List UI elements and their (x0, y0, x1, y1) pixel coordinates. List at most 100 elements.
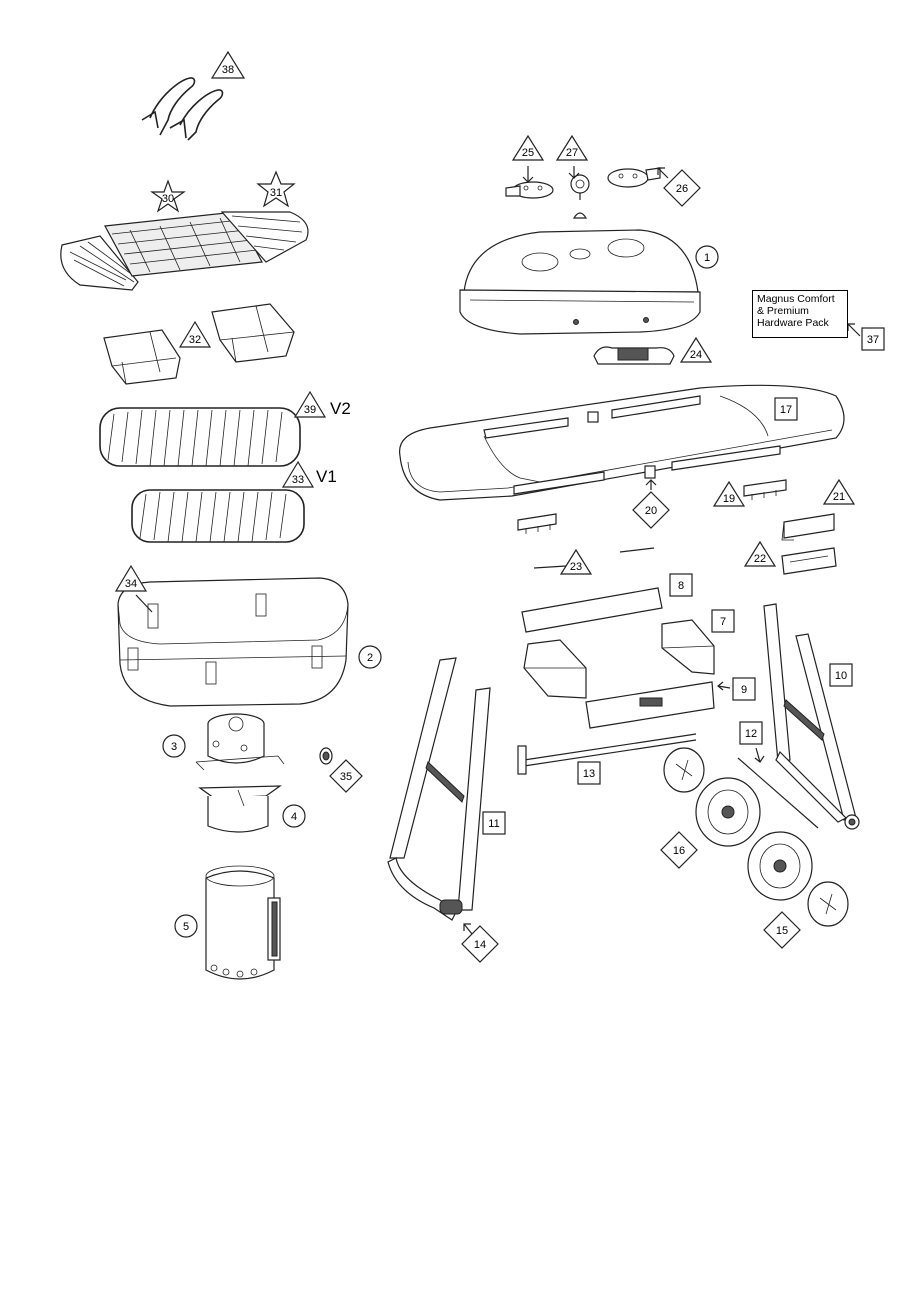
svg-text:4: 4 (291, 811, 297, 823)
svg-text:26: 26 (676, 183, 688, 195)
part-35-knob (319, 747, 333, 765)
callout-38: 38 (210, 50, 246, 79)
part-26-vent-right (607, 167, 661, 188)
part-32-charcoal-baskets (103, 303, 295, 385)
callout-15: 15 (763, 911, 801, 949)
svg-text:39: 39 (304, 404, 316, 416)
svg-text:22: 22 (754, 553, 766, 565)
svg-text:24: 24 (690, 349, 702, 361)
callout-22: 22 (743, 540, 777, 567)
svg-text:16: 16 (673, 845, 685, 857)
svg-text:V1: V1 (316, 467, 337, 486)
part-5-chimney-starter (205, 865, 281, 980)
svg-text:37: 37 (867, 334, 879, 346)
part-21-bracket (781, 513, 835, 541)
svg-text:34: 34 (125, 578, 137, 590)
part-1-lid (459, 229, 701, 335)
svg-text:19: 19 (723, 493, 735, 505)
callout-16: 16 (660, 831, 698, 869)
svg-text:27: 27 (566, 147, 578, 159)
callout-4: 4 (282, 804, 306, 828)
callout-30: 30 (150, 179, 186, 213)
svg-text:10: 10 (835, 670, 847, 682)
part-23-rods (533, 547, 655, 569)
part-11-left-leg (387, 657, 491, 921)
part-7-supports (523, 619, 715, 699)
svg-text:5: 5 (183, 921, 189, 933)
callout-9: 9 (717, 677, 756, 701)
svg-text:7: 7 (720, 616, 726, 628)
hardware-pack-note: Magnus Comfort & Premium Hardware Pack (752, 290, 848, 338)
svg-text:13: 13 (583, 768, 595, 780)
part-12-rod (737, 757, 819, 829)
svg-text:V2: V2 (330, 399, 351, 418)
svg-text:38: 38 (222, 64, 234, 76)
part-31-side-grate-left (60, 235, 139, 291)
part-39-cooking-grate-v2 (99, 407, 301, 467)
svg-text:25: 25 (522, 147, 534, 159)
callout-25: 25 (511, 134, 545, 183)
part-3-charcoal-chamber (195, 713, 285, 771)
part-16-wheel (663, 747, 761, 847)
callout-32: 32 (178, 320, 212, 348)
part-10-right-leg (763, 603, 860, 830)
svg-text:15: 15 (776, 925, 788, 937)
part-9-front-panel (585, 681, 715, 729)
svg-text:1: 1 (704, 252, 710, 264)
callout-26: 26 (657, 167, 701, 207)
callout-19: 19 (712, 480, 746, 507)
svg-text:21: 21 (833, 491, 845, 503)
svg-text:30: 30 (162, 193, 174, 205)
callout-20: 20 (632, 479, 670, 529)
svg-text:8: 8 (678, 580, 684, 592)
svg-text:33: 33 (292, 474, 304, 486)
part-13-axle (517, 733, 697, 775)
svg-text:9: 9 (741, 684, 747, 696)
svg-text:12: 12 (745, 728, 757, 740)
svg-text:20: 20 (645, 505, 657, 517)
part-38-hooks (141, 77, 224, 141)
part-33-cooking-grate-v1 (131, 489, 305, 543)
part-19-hook-bar (517, 479, 787, 534)
callout-27: 27 (555, 134, 589, 179)
part-22-bracket (781, 547, 837, 575)
callout-33: 33 V1 (281, 460, 337, 488)
callout-2: 2 (358, 645, 382, 669)
part-30-center-grate (104, 211, 263, 277)
svg-text:23: 23 (570, 561, 582, 573)
callout-23: 23 (559, 548, 593, 575)
part-2-firebox (117, 577, 349, 707)
callout-34: 34 (114, 564, 153, 613)
svg-text:3: 3 (171, 741, 177, 753)
callout-31: 31 (256, 170, 296, 208)
callout-12: 12 (739, 721, 765, 763)
callout-35: 35 (329, 759, 363, 793)
callout-24: 24 (679, 336, 713, 363)
callout-39: 39 V2 (293, 390, 351, 418)
svg-text:11: 11 (488, 818, 499, 830)
svg-text:35: 35 (340, 771, 352, 783)
svg-text:32: 32 (189, 334, 201, 346)
svg-text:31: 31 (270, 187, 282, 199)
callout-10: 10 (829, 663, 853, 687)
callout-21: 21 (822, 478, 856, 505)
svg-text:2: 2 (367, 652, 373, 664)
part-17-table-frame (398, 384, 845, 501)
callout-3: 3 (162, 734, 186, 758)
callout-8: 8 (669, 573, 693, 597)
callout-13: 13 (577, 761, 601, 785)
callout-7: 7 (711, 609, 735, 633)
callout-1: 1 (695, 245, 719, 269)
svg-text:17: 17 (780, 404, 792, 416)
callout-37: 37 (847, 323, 885, 351)
part-31-side-grate-right (220, 211, 309, 263)
part-8-shelf-panel (521, 587, 663, 633)
part-4-ash-container (198, 785, 282, 833)
part-20-clip (644, 465, 656, 479)
part-25-vent-left (505, 181, 554, 199)
part-15-wheel (747, 831, 849, 927)
callout-5: 5 (174, 914, 198, 938)
callout-17: 17 (774, 397, 798, 421)
part-27-thermometer (570, 174, 590, 219)
